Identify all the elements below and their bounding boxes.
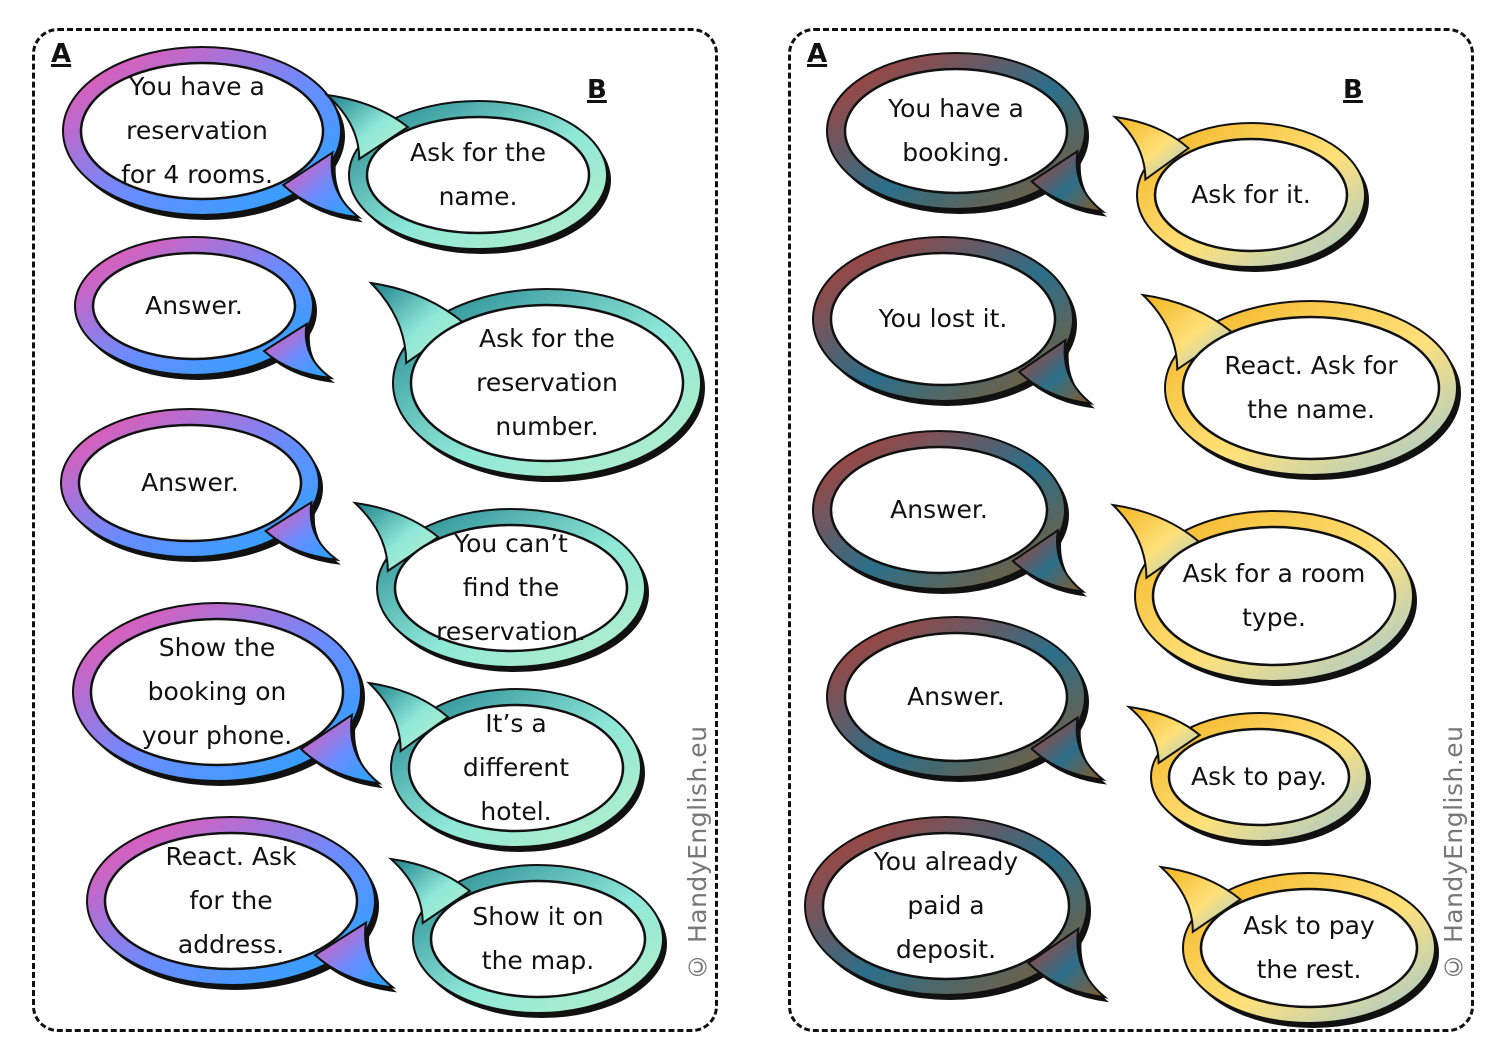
bubble-line: React. Ask for <box>1224 351 1398 380</box>
bubble-line: You have a <box>129 72 265 101</box>
bubble-line: number. <box>495 412 599 441</box>
bubble-line: React. Ask <box>165 842 297 871</box>
speech-bubble-shape <box>86 816 397 993</box>
speech-bubble-shape <box>366 681 645 852</box>
bubble-a-4: Answer. <box>821 611 1107 785</box>
bubble-line: Answer. <box>890 495 988 524</box>
speech-bubble-shape <box>60 408 341 565</box>
bubble-line: find the <box>462 573 560 602</box>
bubble-line: reservation. <box>436 617 586 646</box>
bubble-line: for 4 rooms. <box>121 160 273 189</box>
bubble-a-2: Answer. <box>69 231 335 383</box>
bubble-line: Ask to pay. <box>1191 762 1327 791</box>
bubble-a-3: Answer. <box>807 425 1087 597</box>
card-left: A B © HandyEnglish.eu You have a reservat… <box>32 28 718 1032</box>
role-a-label: A <box>807 39 828 69</box>
bubble-b-4: It’s a different hotel. <box>366 681 647 853</box>
speech-bubble-shape <box>352 501 649 672</box>
bubble-line: You have a <box>888 94 1024 123</box>
speech-bubble-shape <box>826 616 1107 785</box>
speech-bubble-shape <box>812 430 1087 597</box>
bubble-a-2: You lost it. <box>807 231 1095 409</box>
bubble-line: name. <box>438 182 518 211</box>
card-right: A B © HandyEnglish.eu You have a booking. <box>788 28 1474 1032</box>
speech-bubble-shape <box>1125 705 1371 846</box>
bubble-line: Answer. <box>145 291 243 320</box>
bubble-b-5: Ask to pay the rest. <box>1157 865 1441 1029</box>
speech-bubble-shape <box>72 602 383 789</box>
bubble-a-1: You have a reservation for 4 rooms. <box>57 41 363 223</box>
bubble-a-5: React. Ask for the address. <box>81 811 397 993</box>
speech-bubble-shape <box>62 46 363 223</box>
role-a-label: A <box>51 39 72 69</box>
role-b-label: B <box>587 75 607 105</box>
bubble-b-4: Ask to pay. <box>1125 705 1373 847</box>
bubble-line: Show the <box>158 633 276 662</box>
bubble-line: address. <box>177 930 285 959</box>
bubble-line: the rest. <box>1256 955 1362 984</box>
bubble-line: You can’t <box>454 529 568 558</box>
bubble-line: You already <box>873 847 1019 876</box>
bubble-line: booking on <box>147 677 287 706</box>
bubble-line: Show it on <box>472 902 604 931</box>
bubble-line: the name. <box>1247 395 1375 424</box>
bubble-b-2: Ask for the reservation number. <box>368 281 707 483</box>
bubble-line: the map. <box>481 946 595 975</box>
bubble-a-1: You have a booking. <box>821 47 1107 217</box>
bubble-line: deposit. <box>895 935 997 964</box>
bubble-line: different <box>462 753 570 782</box>
speech-bubble-shape <box>368 281 705 482</box>
bubble-line: reservation <box>476 368 618 397</box>
watermark: © HandyEnglish.eu <box>1439 725 1468 981</box>
role-b-label: B <box>1343 75 1363 105</box>
speech-bubble-shape <box>826 52 1107 217</box>
bubble-line: Ask for a room <box>1182 559 1366 588</box>
bubble-a-3: Answer. <box>55 403 341 565</box>
bubble-line: Ask for the <box>410 138 546 167</box>
bubble-line: your phone. <box>141 721 293 750</box>
bubble-line: for the <box>189 886 273 915</box>
speech-bubble-shape <box>1140 293 1461 480</box>
bubble-line: Ask for it. <box>1191 180 1311 209</box>
bubble-line: hotel. <box>480 797 552 826</box>
bubble-line: Answer. <box>141 468 239 497</box>
speech-bubble-shape <box>812 236 1095 409</box>
speech-bubble-shape <box>323 93 611 254</box>
bubble-line: Ask to pay <box>1243 911 1375 940</box>
speech-bubble-shape <box>1157 865 1439 1028</box>
bubble-b-1: Ask for the name. <box>323 93 613 255</box>
bubble-line: It’s a <box>485 709 547 738</box>
speech-bubble-shape <box>387 857 667 1018</box>
bubble-line: Ask for the <box>479 324 615 353</box>
speech-bubble-shape <box>1110 503 1417 686</box>
bubble-line: Answer. <box>907 682 1005 711</box>
bubble-line: reservation <box>126 116 268 145</box>
bubble-b-2: React. Ask for the name. <box>1140 293 1463 481</box>
bubble-line: booking. <box>902 138 1010 167</box>
speech-bubble-shape <box>74 236 335 383</box>
speech-bubble-shape <box>804 816 1109 1003</box>
watermark: © HandyEnglish.eu <box>683 725 712 981</box>
bubble-line: paid a <box>907 891 985 920</box>
bubble-b-3: Ask for a room type. <box>1110 503 1419 687</box>
bubble-line: type. <box>1242 603 1306 632</box>
bubble-b-1: Ask for it. <box>1111 115 1371 273</box>
bubble-a-4: Show the booking on your phone. <box>67 597 383 789</box>
speech-bubble-shape <box>1111 115 1369 272</box>
bubble-b-3: You can’t find the reservation. <box>352 501 651 673</box>
bubble-line: You lost it. <box>878 304 1008 333</box>
bubble-b-5: Show it on the map. <box>387 857 669 1019</box>
bubble-a-5: You already paid a deposit. <box>799 811 1109 1003</box>
